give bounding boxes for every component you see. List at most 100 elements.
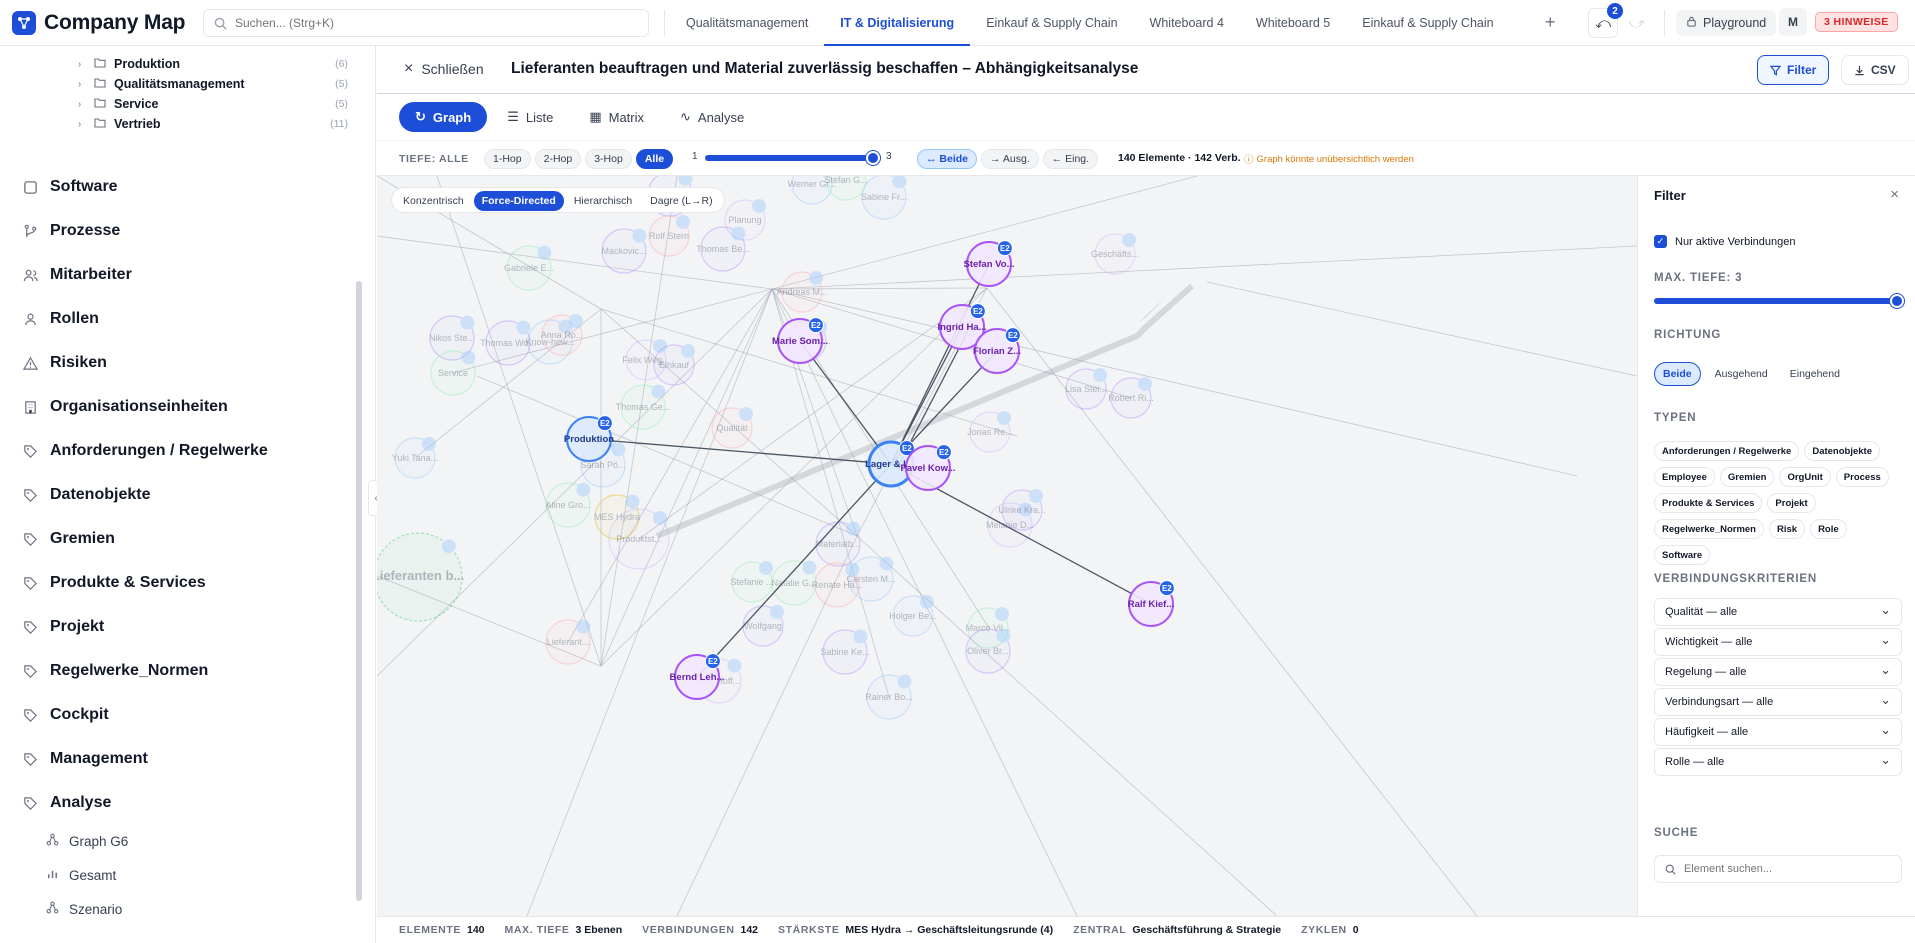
sidebar-scrollbar[interactable] xyxy=(356,281,362,901)
faded-node[interactable]: Know-how... xyxy=(525,319,575,365)
criteria-select-2[interactable]: Regelung — alle⌄ xyxy=(1654,658,1902,686)
hop-2-hop[interactable]: 2-Hop xyxy=(534,149,582,169)
direction-2[interactable]: ← Eing. xyxy=(1042,149,1099,169)
faded-node[interactable]: Geschäfts... xyxy=(1091,233,1139,275)
faded-node[interactable]: Andreas M... xyxy=(776,271,828,313)
graph-svg[interactable]: Maria Grob...Werner Gr...Stefan G...Rolf… xyxy=(377,176,1637,916)
faded-node[interactable]: Wolfgang xyxy=(742,605,784,647)
tree-item-vertrieb[interactable]: ›Vertrieb(11) xyxy=(78,114,348,134)
type-filter-regelwerke-normen[interactable]: Regelwerke_Normen xyxy=(1654,519,1764,539)
faded-node[interactable]: Thomas Be... xyxy=(696,226,750,272)
faded-node[interactable]: Oliver Br... xyxy=(965,628,1011,674)
type-filter-anforderungen-regelwerke[interactable]: Anforderungen / Regelwerke xyxy=(1654,441,1800,461)
faded-node[interactable]: Jonas Re... xyxy=(967,411,1013,453)
faded-node[interactable]: Yuki Tana... xyxy=(392,437,438,479)
criteria-select-5[interactable]: Rolle — alle⌄ xyxy=(1654,748,1902,776)
sidebar-subitem-gesamt[interactable]: Gesamt xyxy=(46,865,116,885)
close-icon[interactable]: × xyxy=(1890,186,1899,203)
sidebar-item-mitarbeiter[interactable]: Mitarbeiter xyxy=(22,263,132,287)
faded-node[interactable]: Natalie G... xyxy=(771,560,817,606)
redo-button[interactable]: ⤻ xyxy=(1622,8,1652,38)
criteria-select-1[interactable]: Wichtigkeit — alle⌄ xyxy=(1654,628,1902,656)
hop-3-hop[interactable]: 3-Hop xyxy=(585,149,632,169)
graph-node-stefan-vo[interactable]: Stefan Vo...E2 xyxy=(963,240,1015,287)
faded-node[interactable]: Werner Gr... xyxy=(788,176,837,205)
max-depth-slider[interactable] xyxy=(1654,298,1900,304)
sidebar-item-cockpit[interactable]: Cockpit xyxy=(22,703,109,727)
layout-konzentrisch[interactable]: Konzentrisch xyxy=(403,195,464,207)
faded-node[interactable]: Marco Vil... xyxy=(966,607,1011,649)
view-tab-liste[interactable]: ☰Liste xyxy=(491,102,569,132)
faded-node[interactable]: Robert Ri... xyxy=(1108,377,1154,419)
faded-node[interactable]: Materialb... xyxy=(815,521,861,567)
faded-node[interactable]: Holger Be... xyxy=(889,595,937,637)
direction-option-ausgehend[interactable]: Ausgehend xyxy=(1714,368,1768,380)
direction-0[interactable]: ↔ Beide xyxy=(917,149,978,169)
sidebar-item-projekt[interactable]: Projekt xyxy=(22,615,104,639)
close-button[interactable]: × Schließen xyxy=(404,60,484,78)
faded-node[interactable]: Rainer Bo... xyxy=(865,674,913,720)
tree-item-produktion[interactable]: ›Produktion(6) xyxy=(78,54,348,74)
tab-qualitätsmanagement[interactable]: Qualitätsmanagement xyxy=(670,0,824,46)
faded-node[interactable]: Einkauf xyxy=(653,344,695,386)
layout-force-directed[interactable]: Force-Directed xyxy=(473,191,564,211)
graph-node-ralf-kief[interactable]: Ralf Kief...E2 xyxy=(1128,580,1175,627)
add-tab-button[interactable]: + xyxy=(1545,12,1556,32)
direction-option-beide[interactable]: Beide xyxy=(1654,362,1701,386)
faded-node[interactable]: Ulrike Kra... xyxy=(998,489,1046,531)
sidebar-item-gremien[interactable]: Gremien xyxy=(22,527,115,551)
faded-node[interactable]: Melanie D... xyxy=(986,502,1034,548)
sidebar-item-anforderungen-regelwerke[interactable]: Anforderungen / Regelwerke xyxy=(22,439,268,463)
faded-node[interactable]: Thomas Ge... xyxy=(616,384,671,430)
type-filter-datenobjekte[interactable]: Datenobjekte xyxy=(1804,441,1880,461)
tree-item-qualitätsmanagement[interactable]: ›Qualitätsmanagement(5) xyxy=(78,74,348,94)
view-tab-matrix[interactable]: ▦Matrix xyxy=(573,102,660,132)
sidebar-item-datenobjekte[interactable]: Datenobjekte xyxy=(22,483,150,507)
sidebar-subitem-szenario[interactable]: Szenario xyxy=(46,899,122,919)
type-filter-risk[interactable]: Risk xyxy=(1768,519,1806,539)
faded-node[interactable]: Anna Ro... xyxy=(541,314,584,356)
faded-node[interactable]: Qualität xyxy=(711,407,753,449)
element-search-input[interactable] xyxy=(1684,863,1884,875)
faded-node[interactable]: Planung xyxy=(724,199,766,241)
faded-node[interactable]: Renate Ha... xyxy=(812,562,863,608)
faded-node[interactable]: Aline Gro... xyxy=(545,482,591,528)
max-depth-handle[interactable] xyxy=(1890,294,1904,308)
type-filter-projekt[interactable]: Projekt xyxy=(1767,493,1816,513)
logo[interactable]: Company Map xyxy=(12,11,186,35)
filter-button[interactable]: Filter xyxy=(1757,55,1830,85)
criteria-select-4[interactable]: Häufigkeit — alle⌄ xyxy=(1654,718,1902,746)
tree-item-service[interactable]: ›Service(5) xyxy=(78,94,348,114)
faded-node[interactable]: Carsten M... xyxy=(846,556,896,602)
direction-option-eingehend[interactable]: Eingehend xyxy=(1789,368,1840,380)
global-search[interactable] xyxy=(203,9,649,37)
faded-node[interactable]: Nikos Ste... xyxy=(429,315,475,361)
faded-node[interactable]: Sabine Fr... xyxy=(861,176,907,220)
sidebar-item-management[interactable]: Management xyxy=(22,747,148,771)
type-filter-gremien[interactable]: Gremien xyxy=(1719,467,1775,487)
type-filter-orgunit[interactable]: OrgUnit xyxy=(1779,467,1831,487)
global-search-input[interactable] xyxy=(235,16,615,30)
graph-node-lager-l[interactable]: Lager & L...E2 xyxy=(865,440,917,488)
element-search[interactable] xyxy=(1654,855,1902,883)
tab-whiteboard-5[interactable]: Whiteboard 5 xyxy=(1240,0,1346,46)
tab-whiteboard-4[interactable]: Whiteboard 4 xyxy=(1134,0,1240,46)
undo-button[interactable]: ⤺ 2 xyxy=(1588,3,1623,38)
hop-1-hop[interactable]: 1-Hop xyxy=(484,149,531,169)
faded-node[interactable]: MES Hydra xyxy=(594,494,640,540)
view-tab-graph[interactable]: ↻Graph xyxy=(399,102,488,132)
view-tab-analyse[interactable]: ∿Analyse xyxy=(664,102,760,132)
graph-node-ingrid-ha[interactable]: Ingrid Ha...E2 xyxy=(937,303,987,350)
hints-badge[interactable]: 3 HINWEISE xyxy=(1815,12,1898,32)
sidebar-item-regelwerke-normen[interactable]: Regelwerke_Normen xyxy=(22,659,208,683)
faded-node[interactable]: Mackovic... xyxy=(601,228,647,274)
sidebar-item-rollen[interactable]: Rollen xyxy=(22,307,99,331)
type-filter-employee[interactable]: Employee xyxy=(1654,467,1715,487)
tab-einkauf-supply-chain[interactable]: Einkauf & Supply Chain xyxy=(970,0,1133,46)
sidebar-item-prozesse[interactable]: Prozesse xyxy=(22,219,120,243)
tab-einkauf-supply-chain[interactable]: Einkauf & Supply Chain xyxy=(1346,0,1509,46)
active-only-checkbox[interactable]: ✓ Nur aktive Verbindungen xyxy=(1654,235,1795,248)
depth-slider-handle[interactable] xyxy=(866,151,880,165)
sidebar-item-risiken[interactable]: Risiken xyxy=(22,351,107,375)
